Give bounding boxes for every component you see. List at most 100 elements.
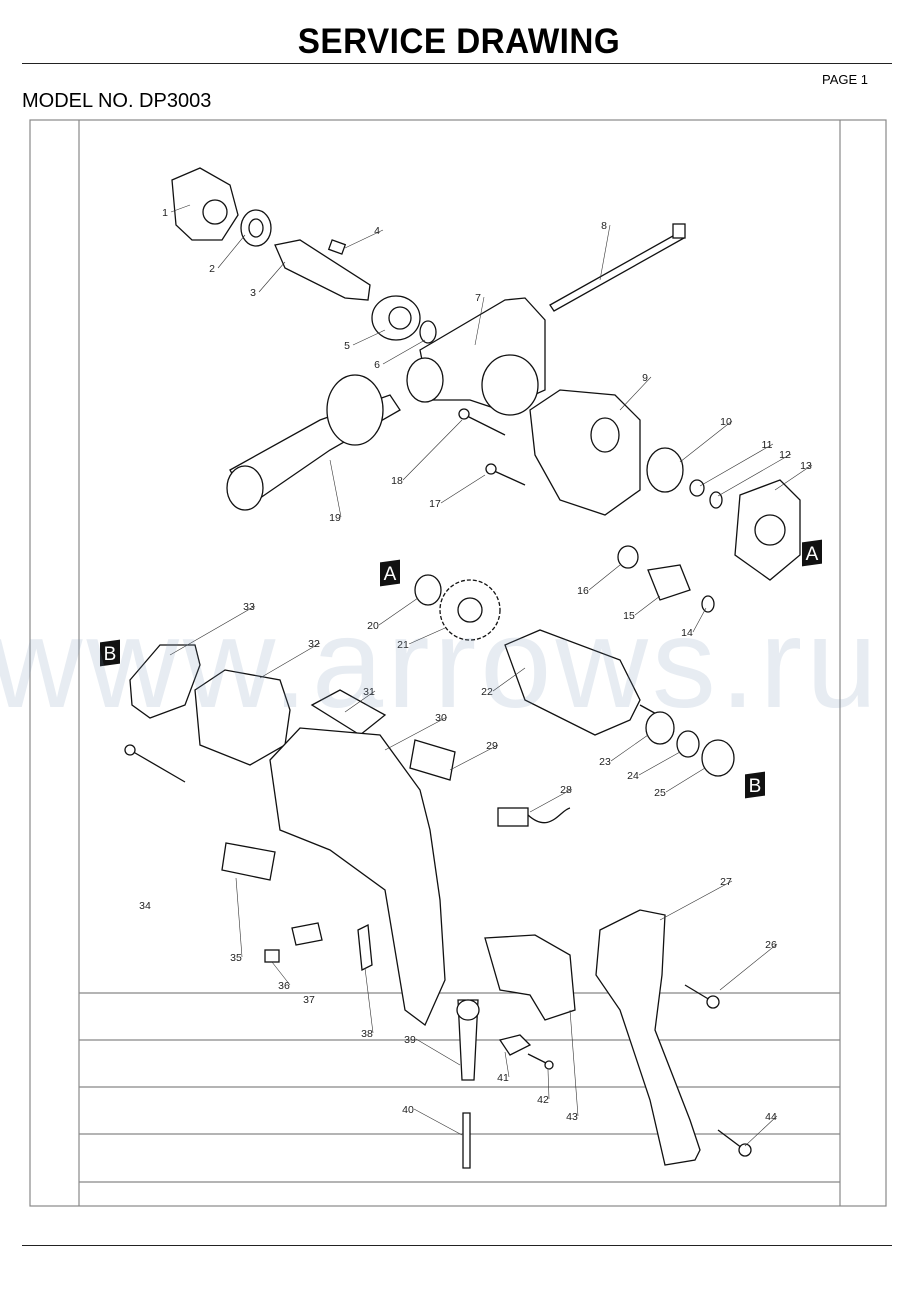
leader-line (329, 459, 342, 518)
page-number: PAGE 1 (821, 72, 868, 87)
leader-line (504, 1051, 510, 1078)
part-motor-housing-front (529, 389, 641, 516)
part-switch (484, 934, 576, 1021)
leader-line (679, 420, 733, 463)
part-bearing (646, 447, 684, 493)
leader-line (415, 1038, 461, 1066)
part-label-9: 9 (642, 372, 648, 384)
leader-line (235, 877, 243, 958)
part-bearing (701, 739, 735, 777)
leader-lines (169, 204, 813, 1147)
part-label-40: 40 (402, 1104, 414, 1116)
part-label-14: 14 (681, 627, 693, 639)
leader-line (364, 967, 374, 1034)
part-label-26: 26 (765, 939, 777, 951)
leader-line (474, 296, 485, 346)
leader-line (610, 734, 649, 762)
part-terminal (357, 923, 373, 972)
part-label-3: 3 (250, 287, 256, 299)
part-label-7: 7 (475, 292, 481, 304)
part-label-38: 38 (361, 1028, 373, 1040)
part-label-19: 19 (329, 512, 341, 524)
svg-text:A: A (384, 564, 397, 585)
part-bearing (676, 730, 700, 758)
part-brush-cover (498, 1034, 532, 1056)
part-label-16: 16 (577, 585, 589, 597)
part-label-12: 12 (779, 449, 791, 461)
leader-line (634, 595, 661, 616)
part-label-2: 2 (209, 263, 215, 275)
badge-B: B (100, 639, 120, 667)
part-washer (701, 595, 715, 613)
part-label-6: 6 (374, 359, 380, 371)
part-label-42: 42 (537, 1094, 549, 1106)
part-baffle (129, 644, 201, 719)
part-label-17: 17 (429, 498, 441, 510)
leader-line (719, 943, 778, 991)
part-hex-wrench (462, 1112, 471, 1169)
part-label-20: 20 (367, 620, 379, 632)
part-label-18: 18 (391, 475, 403, 487)
leader-line (344, 690, 376, 713)
part-screw (684, 984, 711, 1001)
part-label-44: 44 (765, 1111, 777, 1123)
part-label-11: 11 (762, 439, 773, 451)
part-label-15: 15 (623, 610, 635, 622)
badge-A: A (380, 559, 400, 587)
svg-text:B: B (104, 644, 117, 665)
leader-line (259, 642, 321, 679)
leader-line (588, 564, 621, 591)
leader-line (529, 788, 573, 813)
leader-line (492, 667, 526, 692)
part-field (194, 669, 291, 766)
part-pinion (647, 564, 691, 601)
part-chuck (171, 167, 239, 241)
leader-line (440, 474, 486, 504)
leader-line (547, 1069, 550, 1100)
leader-line (744, 1115, 778, 1147)
part-screw (717, 1129, 743, 1149)
part-carbon-brush (264, 949, 280, 963)
leader-line (344, 229, 384, 249)
leader-line (384, 716, 448, 751)
frame (29, 119, 887, 1207)
leader-line (271, 961, 291, 986)
part-label-24: 24 (627, 770, 639, 782)
part-label-33: 33 (243, 601, 255, 613)
part-screw (464, 414, 506, 436)
leader-line (408, 627, 446, 645)
part-screw (129, 749, 186, 783)
leader-line (378, 597, 419, 626)
parts (124, 167, 801, 1169)
footer-rule (22, 1245, 892, 1246)
part-fan (645, 711, 675, 745)
leader-line (659, 880, 733, 921)
part-screw (527, 1053, 549, 1065)
part-cover (310, 689, 387, 736)
part-label-21: 21 (397, 639, 409, 651)
leader-line (699, 443, 774, 487)
part-label-43: 43 (566, 1111, 578, 1123)
part-screw (491, 469, 526, 486)
part-rod (549, 231, 685, 312)
part-ring (419, 320, 437, 344)
leader-line (665, 767, 706, 793)
part-label-1: 1 (162, 207, 168, 219)
leader-line (717, 453, 792, 497)
part-label-36: 36 (278, 980, 290, 992)
part-label-10: 10 (720, 416, 732, 428)
part-name-plate (409, 739, 456, 781)
part-label-39: 39 (404, 1034, 416, 1046)
part-retaining-ring (709, 491, 723, 509)
part-spindle (274, 239, 371, 301)
page-title: SERVICE DRAWING (297, 22, 621, 61)
part-label-35: 35 (230, 952, 242, 964)
part-label-27: 27 (720, 876, 732, 888)
leader-line (413, 1108, 463, 1136)
svg-text:B: B (749, 776, 762, 797)
badge-B: B (745, 771, 765, 799)
part-label-4: 4 (374, 225, 380, 237)
leader-line (217, 234, 246, 269)
